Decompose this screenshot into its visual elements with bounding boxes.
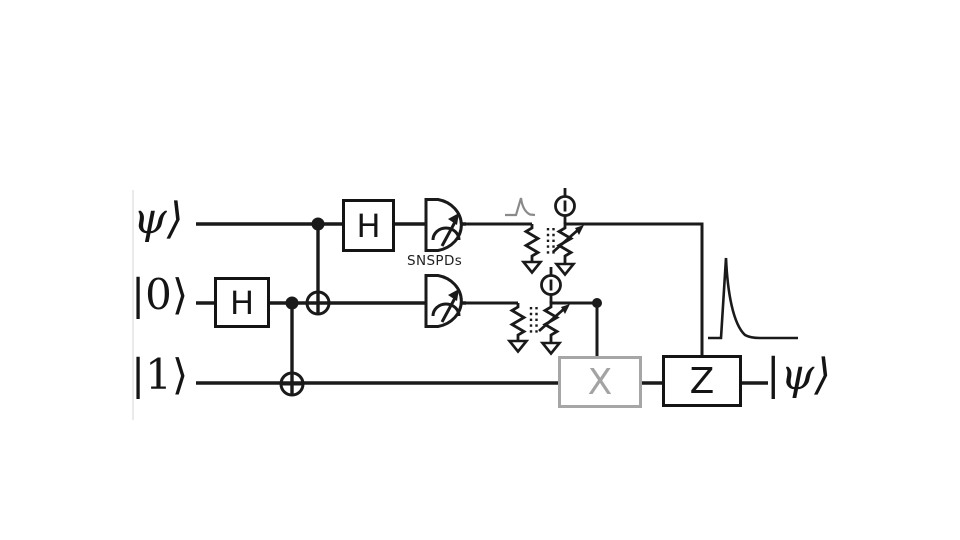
ground-icon	[555, 262, 575, 276]
input-label-one: |1⟩	[131, 350, 189, 399]
output-label-psi: |ψ⟩	[766, 350, 831, 400]
variable-resistor-icon	[551, 220, 586, 266]
hadamard-gate-2-label: H	[229, 283, 255, 322]
ground-icon	[541, 341, 561, 355]
control-dot-icon	[285, 296, 299, 310]
input-label-zero: |0⟩	[131, 270, 189, 319]
cnot-target-icon	[279, 371, 305, 397]
current-source-icon	[554, 186, 576, 226]
hadamard-gate-1: H	[342, 199, 395, 252]
ground-icon	[508, 339, 528, 353]
cnot-target-icon	[305, 290, 331, 316]
control-dot-icon	[311, 217, 325, 231]
bias-rails	[466, 222, 704, 356]
photodetector-icon	[424, 198, 463, 252]
photodetector-icon	[424, 274, 463, 328]
feedforward-wire-x	[551, 301, 599, 356]
input-label-psi: ψ⟩	[133, 194, 184, 244]
current-source-icon	[540, 265, 562, 305]
hadamard-gate-1-label: H	[356, 206, 381, 245]
x-correction-gate: X	[558, 356, 642, 408]
bias-network-1	[522, 186, 586, 276]
pulse-waveform-icon	[505, 197, 536, 217]
resistor-icon	[510, 301, 526, 343]
resistor-icon	[524, 222, 540, 264]
junction-dot	[592, 298, 602, 308]
pulse-waveform-icon	[708, 257, 798, 340]
bias-network-2	[508, 265, 572, 355]
snspds-label: SNSPDs	[407, 253, 463, 269]
feedforward-wire-z	[565, 222, 704, 356]
variable-resistor-icon	[537, 299, 572, 345]
z-correction-gate: Z	[662, 355, 742, 407]
ground-icon	[522, 260, 542, 274]
coupling-dots-icon	[529, 305, 538, 337]
x-gate-label: X	[587, 361, 613, 403]
hadamard-gate-2: H	[214, 277, 270, 328]
z-gate-label: Z	[689, 360, 715, 402]
coupling-dots-icon	[546, 226, 555, 258]
